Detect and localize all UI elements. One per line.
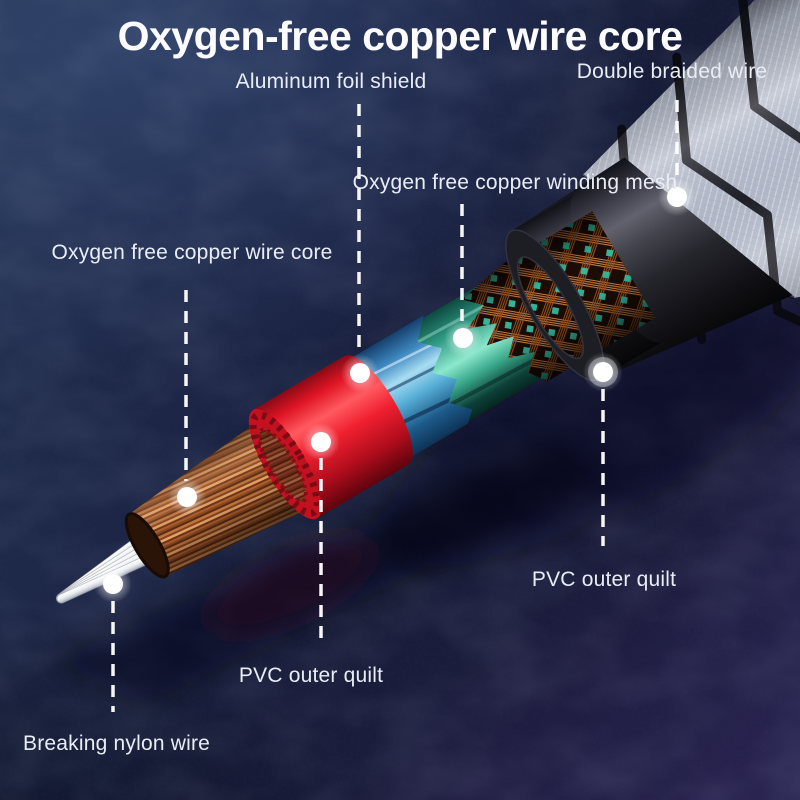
copper-end-cap [124,512,170,579]
callout-dot-pvc-outer-quilt-right [583,352,623,392]
label-aluminum-foil-shield: Aluminum foil shield [235,70,427,93]
label-pvc-outer-quilt-right: PVC outer quilt [531,568,677,591]
label-copper-winding-mesh: Oxygen free copper winding mesh [352,171,678,194]
callout-dot-copper-winding-mesh [444,319,482,357]
callout-dot-double-braided-wire [658,178,696,216]
label-pvc-outer-quilt-bottom: PVC outer quilt [238,664,384,687]
callout-dots [94,178,696,603]
callout-dot-aluminum-foil-shield [341,354,379,392]
label-double-braided-wire: Double braided wire [576,60,768,83]
callout-dot-breaking-nylon-wire [94,565,132,603]
label-breaking-nylon-wire: Breaking nylon wire [23,732,211,755]
label-copper-wire-core: Oxygen free copper wire core [51,241,333,264]
cable-shadow [55,303,800,705]
page-title: Oxygen-free copper wire core [117,13,683,59]
callout-dot-pvc-outer-quilt-bottom [302,423,340,461]
callout-dot-copper-wire-core [168,478,206,516]
